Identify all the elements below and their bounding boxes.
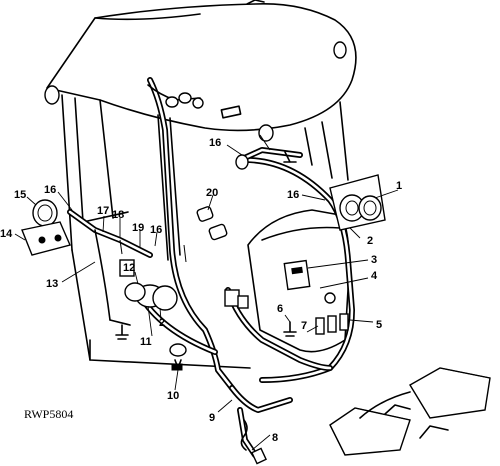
callout-17: 17 bbox=[97, 205, 109, 217]
callout-20: 20 bbox=[206, 187, 218, 199]
left-lamp-bracket bbox=[21, 221, 71, 256]
callout-16-right: 16 bbox=[287, 189, 299, 201]
callout-11: 11 bbox=[140, 336, 152, 348]
callout-labels: 1 2 3 4 5 6 7 8 9 10 11 2 12 13 14 15 16… bbox=[0, 137, 402, 444]
switch-cluster bbox=[115, 259, 178, 340]
component-20 bbox=[196, 206, 228, 241]
roof-lamp-left bbox=[44, 85, 60, 105]
callout-14: 14 bbox=[0, 228, 13, 240]
right-work-lamps bbox=[329, 174, 386, 231]
figure-id: RWP5804 bbox=[24, 407, 73, 421]
callout-16-mid: 16 bbox=[150, 224, 162, 236]
roof-connector-cluster bbox=[147, 84, 204, 109]
cab-roof bbox=[44, 0, 357, 142]
wiring-fragments bbox=[119, 134, 271, 263]
callout-12: 12 bbox=[123, 262, 135, 274]
callout-2-left: 2 bbox=[159, 317, 165, 329]
callout-13: 13 bbox=[46, 278, 58, 290]
callout-3: 3 bbox=[371, 254, 377, 266]
console-connectors bbox=[224, 289, 349, 337]
callout-5: 5 bbox=[376, 319, 382, 331]
callout-1: 1 bbox=[396, 180, 402, 192]
callout-15: 15 bbox=[14, 189, 26, 201]
callout-8: 8 bbox=[272, 432, 278, 444]
leader-lines bbox=[14, 144, 399, 451]
callout-16-top: 16 bbox=[209, 137, 221, 149]
callout-10: 10 bbox=[167, 390, 179, 402]
component-8 bbox=[240, 419, 267, 465]
callout-19: 19 bbox=[132, 222, 144, 234]
component-10 bbox=[169, 343, 187, 371]
callout-6: 6 bbox=[277, 303, 283, 315]
left-harness-branch bbox=[67, 209, 153, 326]
callout-16-left: 16 bbox=[44, 184, 56, 196]
dome-light bbox=[258, 124, 274, 142]
callout-7: 7 bbox=[301, 320, 307, 332]
batteries bbox=[329, 367, 491, 456]
left-work-lamp bbox=[32, 199, 58, 227]
callout-9: 9 bbox=[209, 412, 215, 424]
callout-18: 18 bbox=[112, 209, 124, 221]
callout-4: 4 bbox=[371, 270, 378, 282]
callout-2-right: 2 bbox=[367, 235, 373, 247]
roof-lamp-right bbox=[333, 41, 347, 59]
interior-light-harness bbox=[235, 147, 303, 170]
